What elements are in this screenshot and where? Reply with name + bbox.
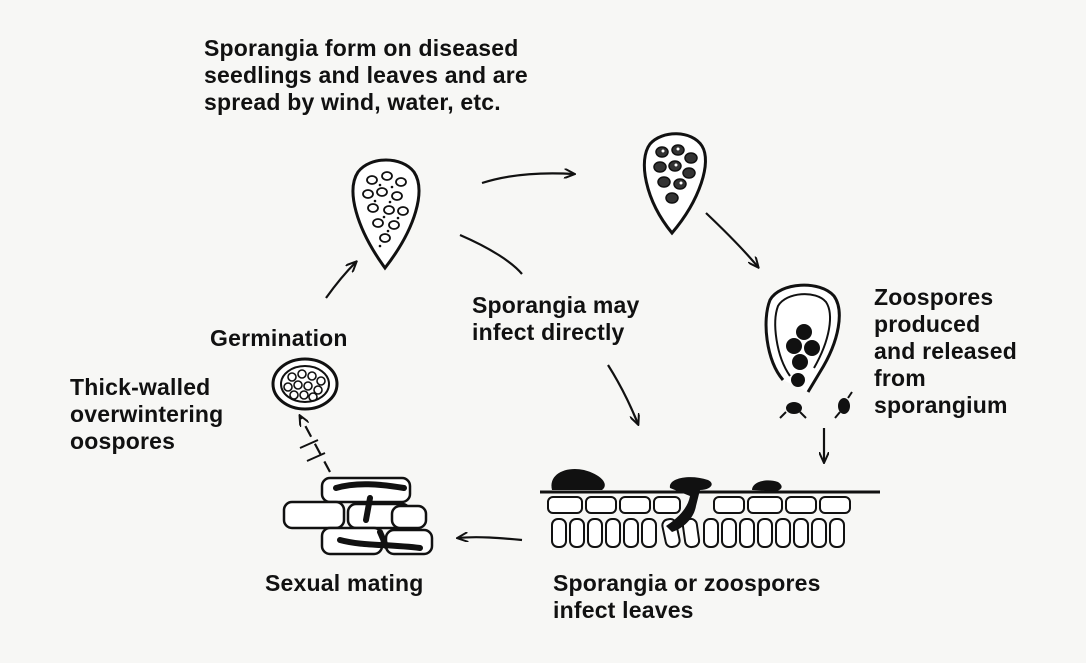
oospore (273, 359, 337, 409)
arrow-mating-to-oospore (300, 416, 330, 472)
label-sexual-mating: Sexual mating (265, 570, 424, 597)
leaf-cross-section (540, 469, 880, 548)
label-zoospores-released: Zoospores produced and released from spo… (874, 284, 1017, 419)
arrow-direct-infection (460, 235, 522, 274)
label-oospores: Thick-walled overwintering oospores (70, 374, 223, 455)
label-infect-directly: Sporangia may infect directly (472, 292, 640, 346)
label-germination: Germination (210, 325, 348, 352)
sexual-mating-cells (284, 478, 432, 554)
label-sporangia-form: Sporangia form on diseased seedlings and… (204, 35, 528, 116)
sporangium-releasing (766, 285, 852, 418)
arrow-direct-infection-lower (608, 365, 638, 424)
arrow-germination (326, 262, 356, 298)
sporangium-intact (353, 160, 419, 268)
zoospore-icons (780, 392, 852, 418)
arrow-to-sporangium-3 (706, 213, 758, 267)
sporangium-developing (644, 134, 705, 233)
arrow-to-sporangium-2 (482, 173, 574, 183)
label-infect-leaves: Sporangia or zoospores infect leaves (553, 570, 821, 624)
arrow-leaf-to-mating (458, 537, 522, 540)
